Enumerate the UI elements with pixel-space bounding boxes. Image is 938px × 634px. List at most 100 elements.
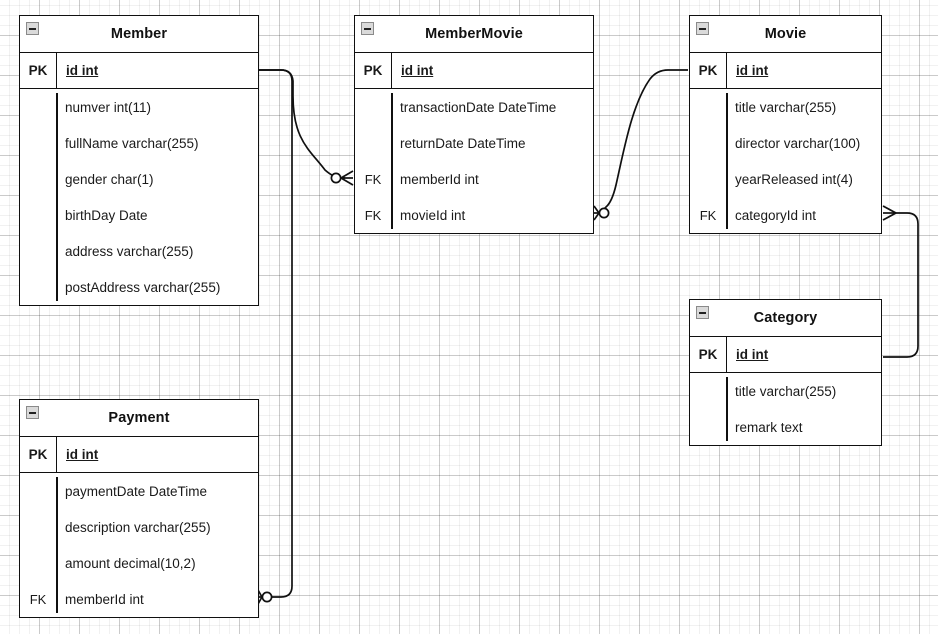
- field-name: transactionDate DateTime: [400, 99, 557, 115]
- field-label: id int: [736, 347, 769, 362]
- field-row[interactable]: director varchar(100): [690, 125, 881, 161]
- key-marker: [690, 409, 726, 445]
- minus-icon[interactable]: [696, 22, 709, 35]
- field-list: paymentDate DateTime description varchar…: [20, 473, 258, 617]
- entity-header[interactable]: Member: [20, 16, 258, 53]
- field-row[interactable]: description varchar(255): [20, 509, 258, 545]
- entity-membermovie[interactable]: MemberMovie PK id int transactionDate Da…: [354, 15, 594, 234]
- field-name: amount decimal(10,2): [65, 555, 196, 571]
- field-row[interactable]: postAddress varchar(255): [20, 269, 258, 305]
- entity-member[interactable]: Member PK id int numver int(11) fullName…: [19, 15, 259, 306]
- field-name: returnDate DateTime: [400, 135, 526, 151]
- field-row[interactable]: birthDay Date: [20, 197, 258, 233]
- field-row[interactable]: paymentDate DateTime: [20, 473, 258, 509]
- field-name: yearReleased int(4): [735, 171, 853, 187]
- minus-icon[interactable]: [361, 22, 374, 35]
- field-name: id int: [726, 337, 881, 372]
- key-marker: [20, 269, 56, 305]
- key-marker: [20, 233, 56, 269]
- entity-category[interactable]: Category PK id int title varchar(255) re…: [689, 299, 882, 446]
- entity-title: Movie: [764, 26, 807, 42]
- field-row[interactable]: FK categoryId int: [690, 197, 881, 233]
- entity-title: Category: [753, 310, 818, 326]
- entity-header[interactable]: MemberMovie: [355, 16, 593, 53]
- column-divider: [391, 93, 393, 229]
- primary-key-row[interactable]: PK id int: [690, 337, 881, 373]
- field-name: memberId int: [400, 171, 479, 187]
- key-marker: PK: [28, 63, 48, 78]
- primary-key-row[interactable]: PK id int: [20, 437, 258, 473]
- key-marker: [690, 125, 726, 161]
- minus-icon[interactable]: [696, 306, 709, 319]
- key-marker: PK: [698, 63, 718, 78]
- key-marker: [355, 125, 391, 161]
- entity-payment[interactable]: Payment PK id int paymentDate DateTime d…: [19, 399, 259, 618]
- field-row[interactable]: address varchar(255): [20, 233, 258, 269]
- field-row[interactable]: transactionDate DateTime: [355, 89, 593, 125]
- key-marker: [690, 373, 726, 409]
- key-marker: [690, 89, 726, 125]
- field-list: title varchar(255) director varchar(100)…: [690, 89, 881, 233]
- field-name: paymentDate DateTime: [65, 483, 208, 499]
- field-list: numver int(11) fullName varchar(255) gen…: [20, 89, 258, 305]
- field-name: categoryId int: [735, 207, 817, 223]
- key-marker: [20, 545, 56, 581]
- key-marker: FK: [29, 591, 47, 607]
- entity-title: MemberMovie: [425, 26, 523, 42]
- field-name: memberId int: [65, 591, 144, 607]
- field-name: id int: [56, 53, 258, 88]
- field-row[interactable]: numver int(11): [20, 89, 258, 125]
- key-marker: [20, 161, 56, 197]
- column-divider: [726, 377, 728, 441]
- key-marker: FK: [364, 207, 382, 223]
- field-name: id int: [391, 53, 593, 88]
- key-marker: [20, 509, 56, 545]
- column-divider: [56, 477, 58, 613]
- field-row[interactable]: remark text: [690, 409, 881, 445]
- primary-key-row[interactable]: PK id int: [20, 53, 258, 89]
- field-row[interactable]: fullName varchar(255): [20, 125, 258, 161]
- entity-header[interactable]: Movie: [690, 16, 881, 53]
- field-name: fullName varchar(255): [65, 135, 199, 151]
- key-marker: [20, 473, 56, 509]
- entity-title: Member: [110, 26, 168, 42]
- field-name: birthDay Date: [65, 207, 148, 223]
- key-marker: PK: [28, 447, 48, 462]
- field-label: id int: [66, 63, 99, 78]
- key-marker: PK: [363, 63, 383, 78]
- field-row[interactable]: FK memberId int: [355, 161, 593, 197]
- column-divider: [726, 93, 728, 229]
- field-row[interactable]: yearReleased int(4): [690, 161, 881, 197]
- primary-key-row[interactable]: PK id int: [690, 53, 881, 89]
- field-row[interactable]: returnDate DateTime: [355, 125, 593, 161]
- entity-title: Payment: [108, 410, 170, 426]
- entity-header[interactable]: Payment: [20, 400, 258, 437]
- field-name: remark text: [735, 419, 803, 435]
- minus-icon[interactable]: [26, 22, 39, 35]
- key-marker: [690, 161, 726, 197]
- field-name: id int: [56, 437, 258, 472]
- field-name: description varchar(255): [65, 519, 211, 535]
- field-list: transactionDate DateTime returnDate Date…: [355, 89, 593, 233]
- key-marker: [20, 125, 56, 161]
- field-name: director varchar(100): [735, 135, 861, 151]
- minus-icon[interactable]: [26, 406, 39, 419]
- field-row[interactable]: amount decimal(10,2): [20, 545, 258, 581]
- key-marker: FK: [699, 207, 717, 223]
- key-marker: [355, 89, 391, 125]
- primary-key-row[interactable]: PK id int: [355, 53, 593, 89]
- field-row[interactable]: gender char(1): [20, 161, 258, 197]
- field-row[interactable]: title varchar(255): [690, 373, 881, 409]
- entity-movie[interactable]: Movie PK id int title varchar(255) direc…: [689, 15, 882, 234]
- column-divider: [56, 93, 58, 301]
- key-marker: [20, 89, 56, 125]
- field-label: id int: [736, 63, 769, 78]
- field-label: id int: [66, 447, 99, 462]
- field-list: title varchar(255) remark text: [690, 373, 881, 445]
- field-name: gender char(1): [65, 171, 154, 187]
- field-row[interactable]: FK memberId int: [20, 581, 258, 617]
- entity-header[interactable]: Category: [690, 300, 881, 337]
- field-name: id int: [726, 53, 881, 88]
- field-row[interactable]: title varchar(255): [690, 89, 881, 125]
- field-row[interactable]: FK movieId int: [355, 197, 593, 233]
